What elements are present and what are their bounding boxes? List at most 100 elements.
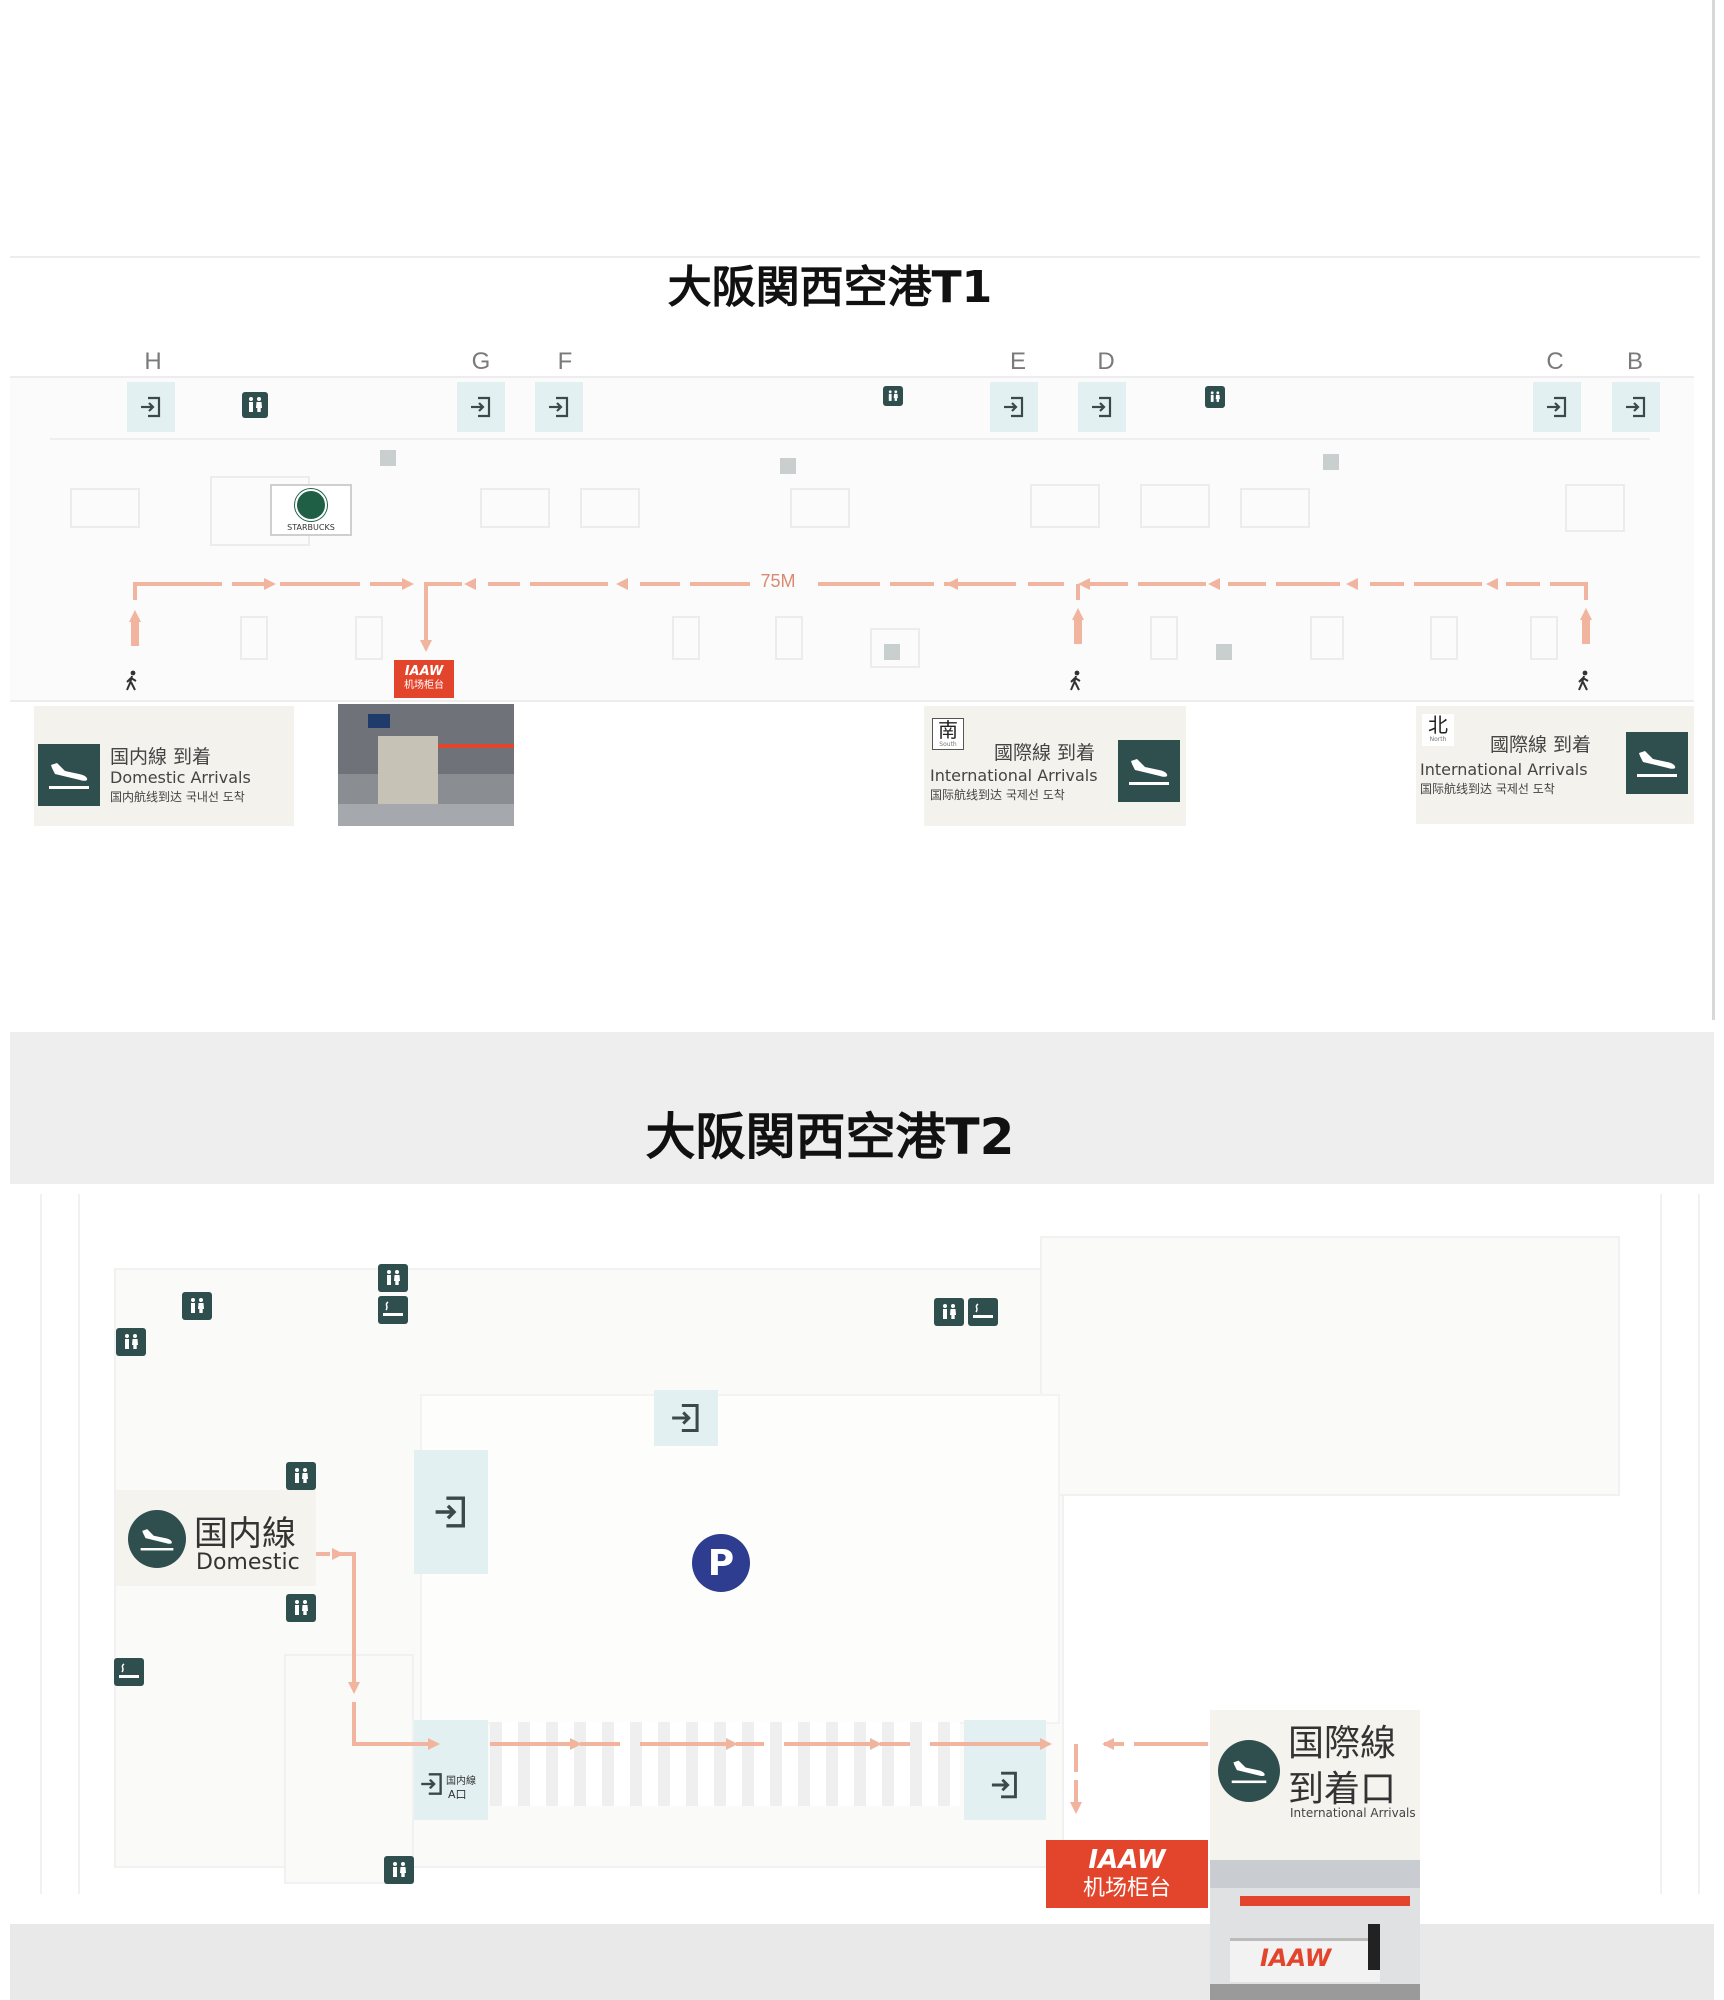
restroom-icon xyxy=(286,1462,316,1490)
fixture xyxy=(870,628,920,668)
t1-map: 大阪関西空港T1 H G F E D C B xyxy=(10,0,1715,1020)
elevator-icon xyxy=(884,644,900,660)
starbucks-label: STARBUCKS xyxy=(287,522,335,532)
photo-screen xyxy=(368,714,390,728)
t1-title: 大阪関西空港T1 xyxy=(667,262,993,313)
wall-right xyxy=(1660,1194,1700,1894)
fixture xyxy=(480,488,550,528)
fixture xyxy=(240,616,268,660)
international-jp1: 国際線 xyxy=(1288,1723,1397,1764)
south-marker-char: 南 xyxy=(938,718,958,742)
t2-gate-a-entrance[interactable]: 国内線 A口 xyxy=(414,1720,488,1820)
arrivals-plane-icon xyxy=(38,744,100,806)
gate-b-entrance-icon[interactable] xyxy=(1612,382,1660,432)
starbucks-sign: STARBUCKS xyxy=(270,484,352,536)
gate-e-entrance-icon[interactable] xyxy=(990,382,1038,432)
fixture xyxy=(775,616,803,660)
gate-letter-c: C xyxy=(1546,348,1564,375)
arrivals-en: International Arrivals xyxy=(930,766,1098,785)
gate-letter-b: B xyxy=(1626,348,1643,375)
t1-distance-label: 75M xyxy=(750,571,806,597)
t1-counter-badge[interactable]: IAAW 机场柜台 xyxy=(394,660,454,698)
t1-right-edge xyxy=(1712,0,1715,1020)
walker-icon xyxy=(1576,670,1592,692)
t2-gate-top-entrance-icon[interactable] xyxy=(654,1390,718,1446)
t2-bottom-band xyxy=(10,1924,1714,2000)
t1-route-arrows xyxy=(129,578,1592,652)
photo-person xyxy=(1368,1924,1380,1970)
escalator-icon xyxy=(780,458,796,474)
gate-c-entrance-icon[interactable] xyxy=(1533,382,1581,432)
photo-floor xyxy=(338,804,514,826)
fixture xyxy=(1140,484,1210,528)
fixture xyxy=(1565,484,1625,532)
gate-letter-h: H xyxy=(144,348,162,375)
photo-red-stripe xyxy=(438,744,514,748)
north-marker-char: 北 xyxy=(1428,713,1448,737)
fixture xyxy=(355,616,383,660)
t1-south-arrivals-sign: 南 South 國際線 到着 International Arrivals 国际… xyxy=(924,706,1186,826)
wall-left xyxy=(40,1194,80,1894)
fixture xyxy=(70,488,140,528)
t2-gate-right-entrance-icon[interactable] xyxy=(964,1720,1046,1820)
crosswalk xyxy=(490,1722,960,1806)
photo-ceiling xyxy=(1210,1860,1420,1888)
gate-letter-g: G xyxy=(471,348,491,375)
international-jp2: 到着口 xyxy=(1288,1769,1397,1810)
zone-lower-left xyxy=(284,1654,414,1884)
fixture xyxy=(1310,616,1344,660)
starbucks-logo-icon xyxy=(295,488,327,521)
restroom-icon xyxy=(934,1298,964,1326)
t2-gate-left-entrance-icon[interactable] xyxy=(414,1450,488,1574)
gate-letter-e: E xyxy=(1009,348,1026,375)
gate-d-entrance-icon[interactable] xyxy=(1078,382,1126,432)
t2-title: 大阪関西空港T2 xyxy=(645,1108,1015,1166)
t2-route-arrows xyxy=(316,1548,1208,1814)
photo-desk xyxy=(1230,1938,1380,1982)
walker-icon xyxy=(124,670,140,692)
international-en: International Arrivals xyxy=(1290,1806,1416,1820)
arrivals-plane-icon xyxy=(1118,740,1180,802)
t2-counter-photo: IAAW xyxy=(1210,1860,1420,2000)
t1-domestic-arrivals-sign: 国内線 到着 Domestic Arrivals 国内航线到达 국내선 도착 xyxy=(34,706,294,826)
fixture xyxy=(790,488,850,528)
gate-g-entrance-icon[interactable] xyxy=(457,382,505,432)
escalator-icon xyxy=(380,450,396,466)
gate-f-entrance-icon[interactable] xyxy=(535,382,583,432)
escalator-icon xyxy=(1323,454,1339,470)
restroom-icon xyxy=(1205,386,1225,408)
arrivals-multi: 国内航线到达 국내선 도착 xyxy=(110,790,245,804)
arrivals-jp: 國際線 到着 xyxy=(994,742,1096,764)
domestic-jp: 国内線 xyxy=(194,1514,296,1554)
arrivals-plane-icon xyxy=(1626,732,1688,794)
north-marker: 北 North xyxy=(1422,714,1454,746)
t2-map: 大阪関西空港T2 国内線 A口 P 国内線 Domestic xyxy=(10,1032,1714,2000)
smoking-area-icon xyxy=(114,1658,144,1686)
t2-domestic-sign: 国内線 Domestic xyxy=(116,1490,316,1586)
arrivals-multi: 国际航线到达 국제선 도착 xyxy=(930,788,1065,802)
fixture xyxy=(1030,484,1100,528)
walker-icon xyxy=(1068,670,1084,692)
counter-brand: IAAW xyxy=(404,664,444,679)
counter-label: 机场柜台 xyxy=(1082,1876,1171,1901)
photo-banner xyxy=(1240,1896,1410,1906)
fixture xyxy=(1240,488,1310,528)
domestic-en: Domestic xyxy=(196,1550,300,1575)
gate-letter-d: D xyxy=(1097,348,1115,375)
t1-floorplan xyxy=(10,376,1694,702)
restroom-icon xyxy=(286,1594,316,1622)
gate-h-entrance-icon[interactable] xyxy=(127,382,175,432)
domestic-plane-icon xyxy=(128,1510,186,1568)
t2-counter-badge[interactable]: IAAW 机场柜台 xyxy=(1046,1840,1208,1908)
restroom-icon xyxy=(242,392,268,418)
smoking-area-icon xyxy=(968,1298,998,1326)
gate-a-line1: 国内線 xyxy=(446,1776,476,1787)
north-marker-sub: North xyxy=(1429,736,1447,743)
arrivals-multi: 国际航线到达 국제선 도착 xyxy=(1420,782,1555,796)
fixture xyxy=(1430,616,1458,660)
t1-north-arrivals-sign: 北 North 國際線 到着 International Arrivals 国际… xyxy=(1416,706,1694,824)
south-marker-sub: South xyxy=(939,741,957,748)
arrivals-en: Domestic Arrivals xyxy=(110,768,251,787)
restroom-icon xyxy=(116,1328,146,1356)
counter-label: 机场柜台 xyxy=(404,680,444,691)
